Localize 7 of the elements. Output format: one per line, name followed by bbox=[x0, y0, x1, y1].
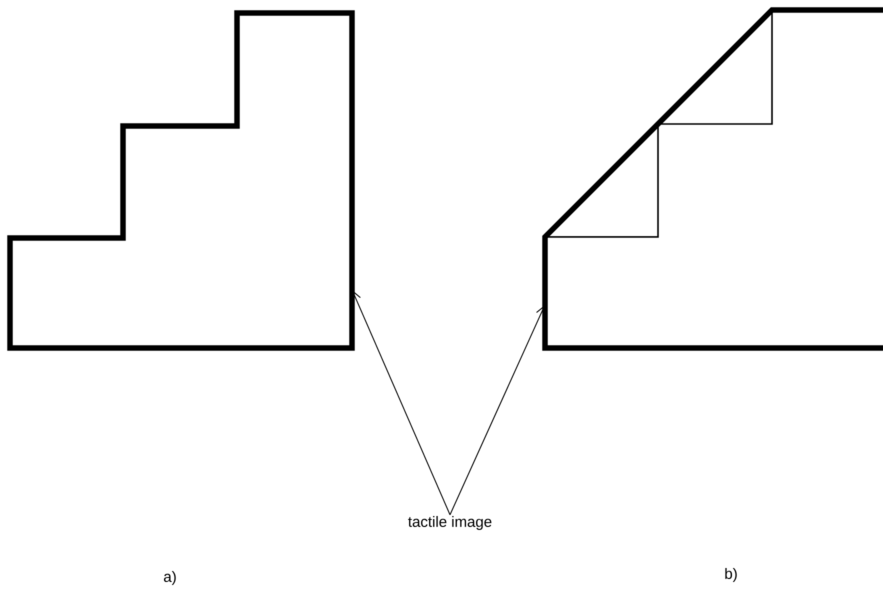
staircase-outline bbox=[542, 7, 883, 351]
panel-label: a) bbox=[164, 571, 176, 585]
staircase-outline bbox=[7, 10, 355, 351]
arrow bbox=[352, 290, 450, 516]
panel-label: b) bbox=[725, 568, 737, 582]
arrow bbox=[450, 305, 546, 516]
caption-text: tactile image bbox=[408, 516, 492, 530]
